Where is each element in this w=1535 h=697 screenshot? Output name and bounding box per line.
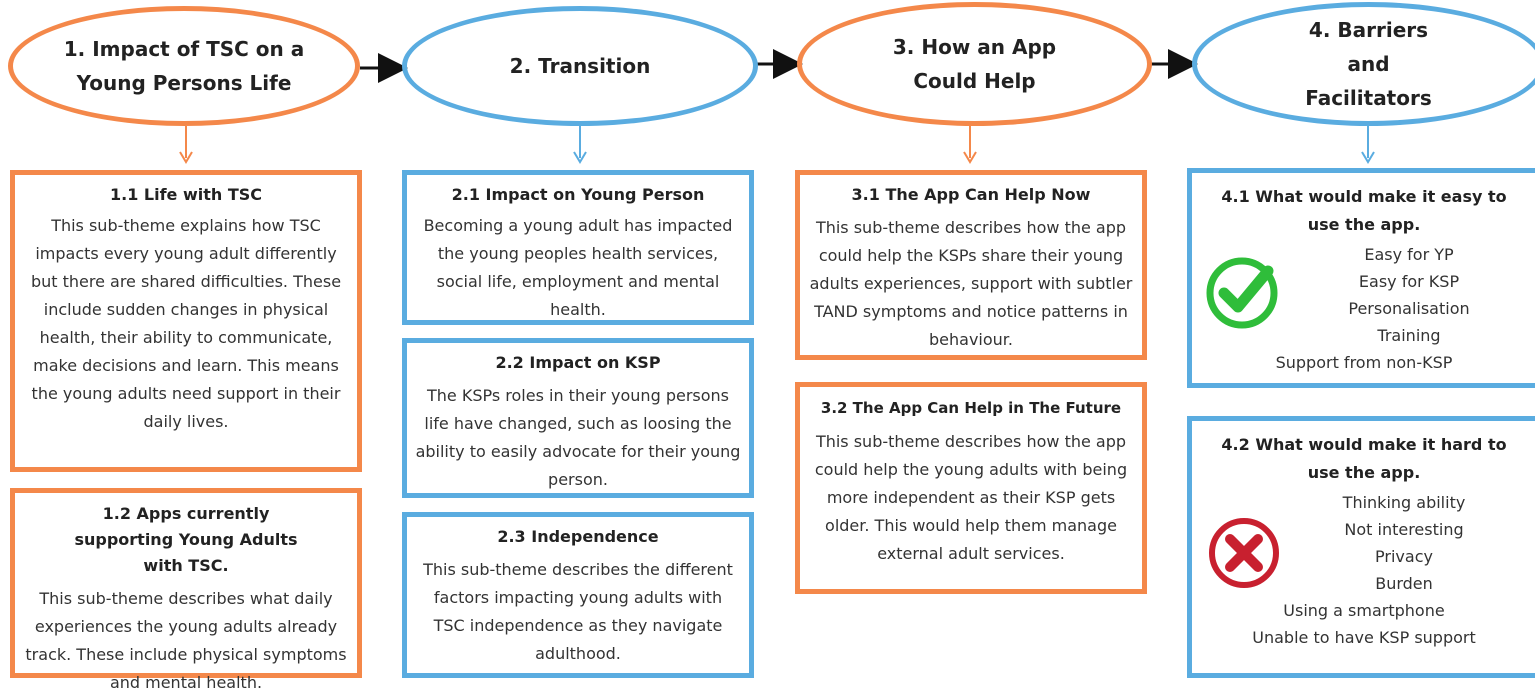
- subtheme-4-2-list: Thinking ability Not interesting Privacy…: [1208, 489, 1520, 651]
- list-item: Easy for YP: [1364, 245, 1454, 264]
- theme-1-title: 1. Impact of TSC on a Young Persons Life: [63, 37, 305, 95]
- arrow-down-4: [1361, 126, 1375, 164]
- arrow-down-1: [179, 126, 193, 164]
- list-item: Using a smartphone: [1283, 601, 1445, 620]
- subtheme-4-2-title: 4.2 What would make it hard to use the a…: [1221, 435, 1507, 482]
- subtheme-1-2-title: 1.2 Apps currently supporting Young Adul…: [74, 504, 298, 575]
- subtheme-3-1: 3.1 The App Can Help Now This sub-theme …: [795, 170, 1147, 360]
- subtheme-2-3-text: This sub-theme describes the different f…: [423, 560, 733, 663]
- subtheme-3-2: 3.2 The App Can Help in The Future This …: [795, 382, 1147, 594]
- theme-4-oval: 4. Barriers and Facilitators: [1192, 2, 1535, 126]
- subtheme-4-2: 4.2 What would make it hard to use the a…: [1187, 416, 1535, 678]
- check-circle-icon: [1206, 257, 1278, 329]
- subtheme-2-2-text: The KSPs roles in their young persons li…: [415, 386, 741, 489]
- subtheme-2-1-title: 2.1 Impact on Young Person: [451, 185, 705, 204]
- subtheme-2-1: 2.1 Impact on Young Person Becoming a yo…: [402, 170, 754, 325]
- subtheme-3-2-text: This sub-theme describes how the app cou…: [814, 432, 1128, 563]
- subtheme-1-2: 1.2 Apps currently supporting Young Adul…: [10, 488, 362, 692]
- list-item: Personalisation: [1348, 299, 1470, 318]
- subtheme-3-1-title: 3.1 The App Can Help Now: [851, 185, 1091, 204]
- list-item: Thinking ability: [1342, 493, 1466, 512]
- theme-4-title: 4. Barriers and Facilitators: [1305, 18, 1432, 110]
- arrow-down-3: [963, 126, 977, 164]
- arrow-down-2: [573, 126, 587, 164]
- list-item: Training: [1377, 326, 1441, 345]
- subtheme-1-2-text: This sub-theme describes what daily expe…: [25, 589, 347, 692]
- subtheme-4-1: 4.1 What would make it easy to use the a…: [1187, 168, 1535, 388]
- list-item: Burden: [1375, 574, 1433, 593]
- theme-2-oval: 2. Transition: [402, 6, 758, 126]
- list-item: Privacy: [1375, 547, 1433, 566]
- subtheme-2-2-title: 2.2 Impact on KSP: [495, 353, 661, 372]
- subtheme-1-1-text: This sub-theme explains how TSC impacts …: [30, 216, 342, 431]
- theme-1-oval: 1. Impact of TSC on a Young Persons Life: [8, 6, 360, 126]
- theme-3-oval: 3. How an App Could Help: [797, 2, 1152, 126]
- subtheme-2-2: 2.2 Impact on KSP The KSPs roles in thei…: [402, 338, 754, 498]
- subtheme-4-1-list: Easy for YP Easy for KSP Personalisation…: [1212, 241, 1516, 376]
- subtheme-3-2-title: 3.2 The App Can Help in The Future: [820, 399, 1122, 417]
- subtheme-1-1: 1.1 Life with TSC This sub-theme explain…: [10, 170, 362, 472]
- list-item: Easy for KSP: [1358, 272, 1460, 291]
- subtheme-1-1-title: 1.1 Life with TSC: [109, 185, 263, 204]
- subtheme-2-3-title: 2.3 Independence: [497, 527, 659, 546]
- subtheme-2-1-text: Becoming a young adult has impacted the …: [423, 216, 733, 319]
- subtheme-2-3: 2.3 Independence This sub-theme describe…: [402, 512, 754, 678]
- subtheme-3-1-text: This sub-theme describes how the app cou…: [809, 218, 1133, 349]
- x-circle-icon: [1209, 518, 1279, 588]
- list-item: Unable to have KSP support: [1252, 628, 1476, 647]
- subtheme-4-1-title: 4.1 What would make it easy to use the a…: [1221, 187, 1507, 234]
- connector-layer: [179, 49, 1375, 164]
- theme-2-title: 2. Transition: [509, 54, 651, 78]
- theme-3-title: 3. How an App Could Help: [892, 35, 1057, 93]
- list-item: Support from non-KSP: [1275, 353, 1453, 372]
- list-item: Not interesting: [1344, 520, 1464, 539]
